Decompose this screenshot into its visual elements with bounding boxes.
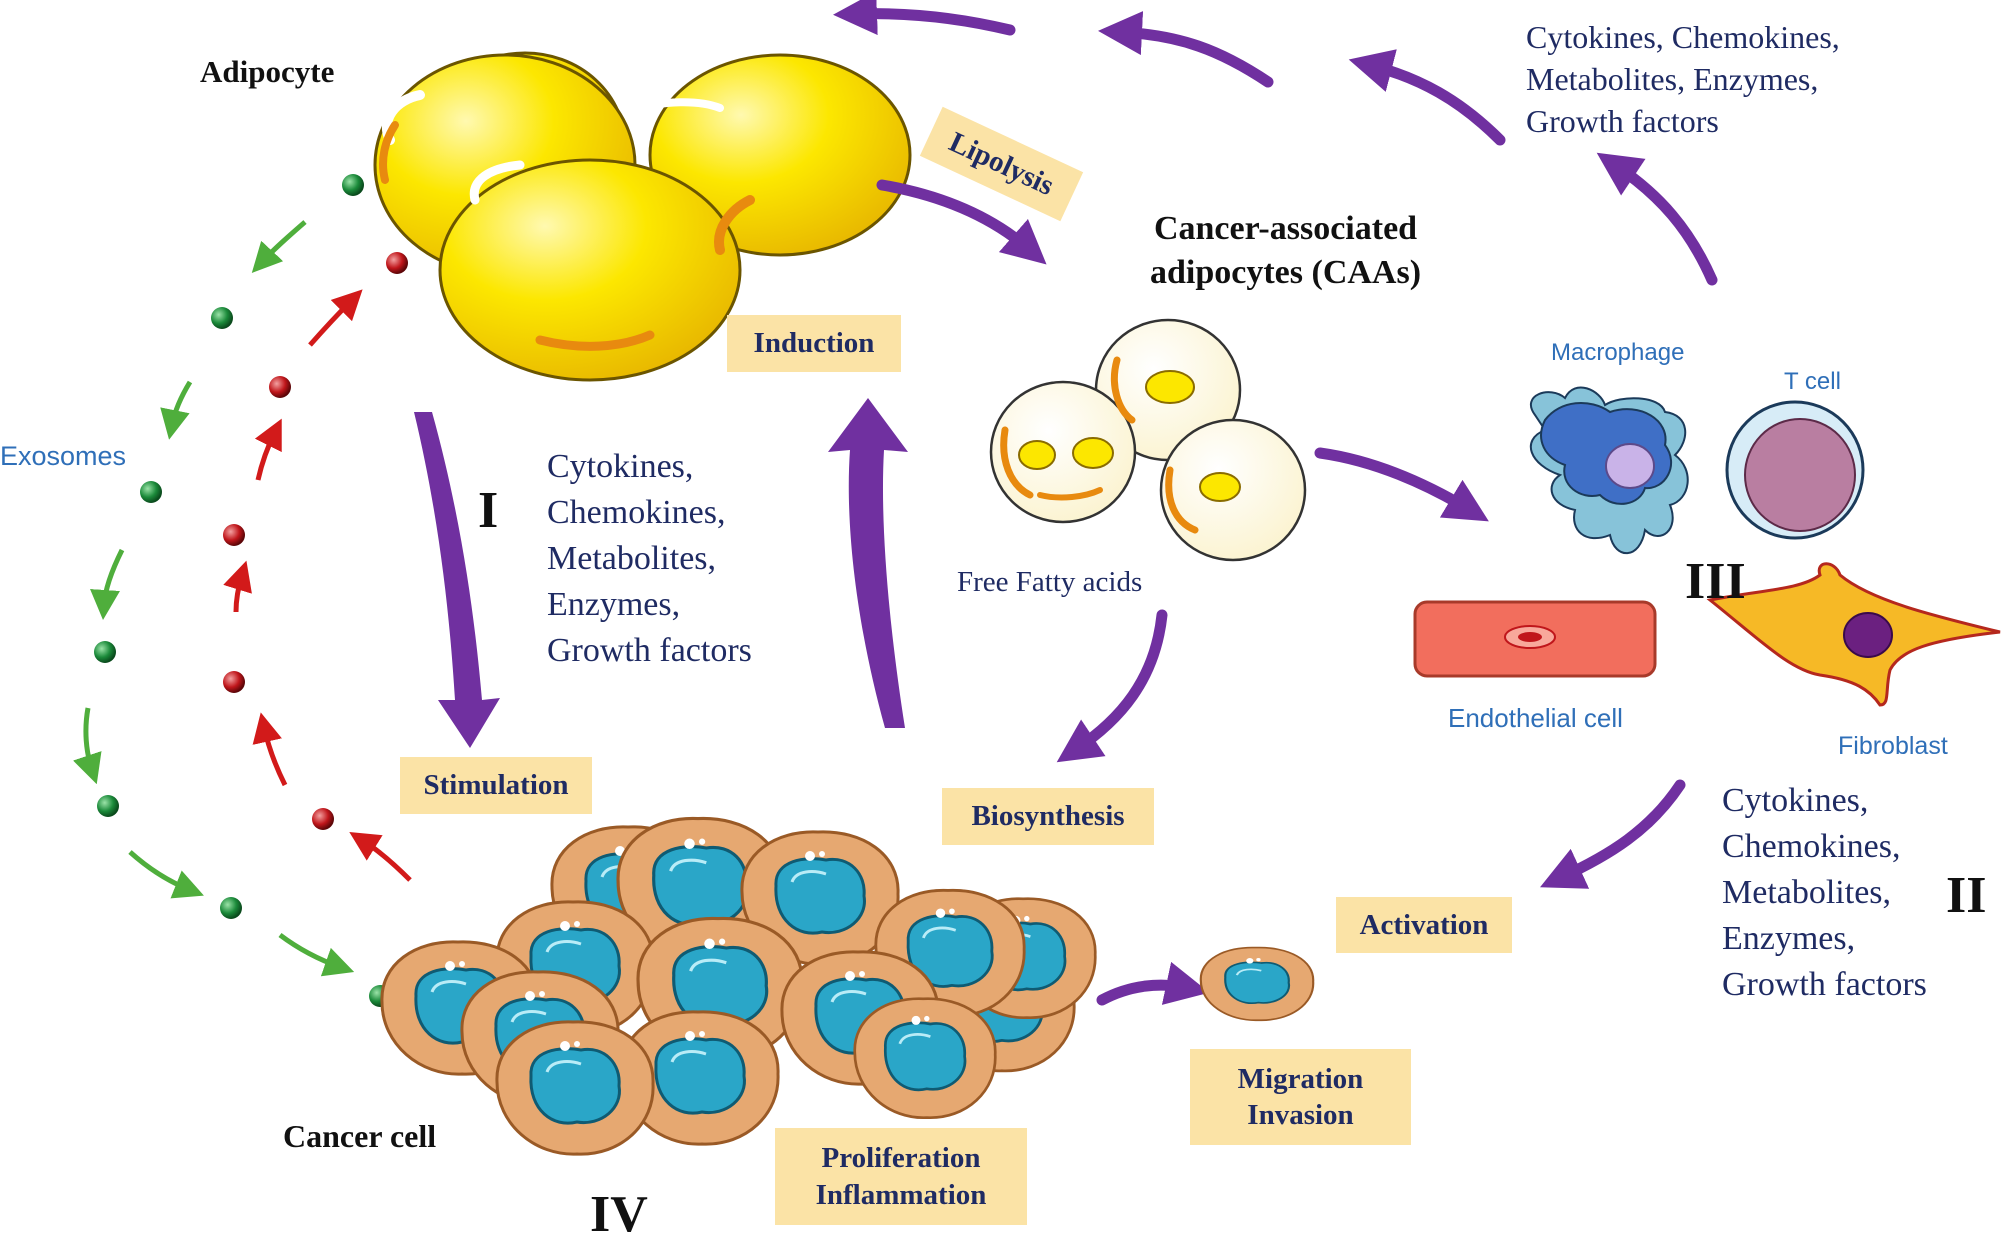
stimulation-box: Stimulation <box>400 757 592 814</box>
exosome-green-path <box>73 220 391 1007</box>
migrating-cancer-cell <box>1199 946 1315 1022</box>
exosomes-label: Exosomes <box>0 441 127 471</box>
t-cell <box>1725 400 1865 540</box>
factors-top-right-line3: Growth factors <box>1526 103 1719 140</box>
factors-center-line1: Cytokines, <box>547 448 694 485</box>
arc-arrow-4 <box>833 0 1016 36</box>
stimulation-arrow <box>414 412 500 748</box>
arc-arrow-3 <box>1098 11 1274 88</box>
factors-center: Cytokines, Chemokines, Metabolites, Enzy… <box>547 444 752 673</box>
factors-right-line5: Growth factors <box>1722 965 1927 1003</box>
cancer-cell-label: Cancer cell <box>283 1118 437 1154</box>
factors-right: Cytokines, Chemokines, Metabolites, Enzy… <box>1722 778 1927 1007</box>
factors-right-line4: Enzymes, <box>1722 919 1856 957</box>
cancer-to-migration-arrow <box>1096 961 1210 1006</box>
caa-label-line1: Cancer-associated <box>1153 210 1418 247</box>
factors-center-line4: Enzymes, <box>547 585 681 623</box>
activation-box: Activation <box>1336 897 1512 953</box>
adipocyte-cluster <box>342 51 912 382</box>
inflammation-label: Inflammation <box>815 1178 987 1211</box>
migration-invasion-box: Migration Invasion <box>1190 1049 1411 1145</box>
invasion-label: Invasion <box>1247 1099 1354 1131</box>
caa-label: Cancer-associated adipocytes (CAAs) <box>1150 207 1421 295</box>
fatty-acid-to-biosynthesis-arrow <box>1056 609 1168 763</box>
fibroblast-cell <box>1706 562 2001 707</box>
macrophage-label: Macrophage <box>1551 339 1685 366</box>
adipocyte-label: Adipocyte <box>200 54 335 89</box>
endothelial-cell-label: Endothelial cell <box>1448 703 1623 733</box>
exosome-red-path <box>223 289 412 882</box>
caa-label-line2: adipocytes (CAAs) <box>1150 254 1422 292</box>
arc-arrow-2 <box>1348 49 1506 146</box>
factors-right-line1: Cytokines, <box>1722 782 1869 819</box>
minor-purple-arrows <box>876 179 1686 1006</box>
stage-numeral-i: I <box>478 482 499 539</box>
biosynthesis-box: Biosynthesis <box>942 788 1154 845</box>
induction-box: Induction <box>727 315 901 372</box>
stroma-to-activation-arrow <box>1540 779 1686 889</box>
factors-center-line5: Growth factors <box>547 631 752 669</box>
factors-right-line2: Chemokines, <box>1722 827 1901 865</box>
arc-arrow-1 <box>1596 152 1718 286</box>
migration-label: Migration <box>1237 1062 1364 1095</box>
induction-arrow <box>828 398 908 728</box>
factors-center-line2: Chemokines, <box>547 493 726 531</box>
caa-cluster <box>989 318 1307 562</box>
proliferation-inflammation-box: Proliferation Inflammation <box>775 1128 1027 1225</box>
stage-numeral-ii: II <box>1946 867 1987 924</box>
cancer-cell-cluster <box>380 816 1097 1156</box>
stage-numeral-iv: IV <box>590 1186 648 1237</box>
lipolysis-arrow <box>876 179 1047 265</box>
fibroblast-label: Fibroblast <box>1838 732 1948 760</box>
factors-top-right: Cytokines, Chemokines, Metabolites, Enzy… <box>1526 16 1840 143</box>
caa-to-immune-arrow <box>1314 447 1489 522</box>
proliferation-label: Proliferation <box>821 1142 981 1175</box>
macrophage-cell <box>1529 386 1689 555</box>
t-cell-label: T cell <box>1784 368 1841 395</box>
free-fatty-acids-label: Free Fatty acids <box>957 566 1143 598</box>
factors-center-line3: Metabolites, <box>547 539 717 577</box>
factors-top-right-line1: Cytokines, Chemokines, <box>1526 19 1840 55</box>
endothelial-cell <box>1413 600 1657 678</box>
stage-numeral-iii: III <box>1685 553 1746 610</box>
top-arc-arrows <box>833 0 1718 286</box>
factors-top-right-line2: Metabolites, Enzymes, <box>1526 61 1819 98</box>
factors-right-line3: Metabolites, <box>1722 873 1892 911</box>
